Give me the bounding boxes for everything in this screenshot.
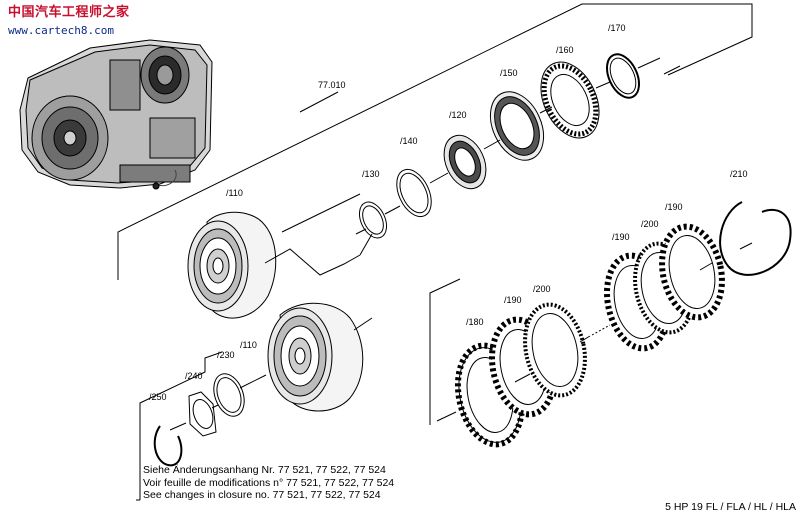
part-130-snap-ring bbox=[358, 201, 388, 239]
right-group-outline bbox=[429, 278, 461, 425]
top-axis-lines bbox=[355, 57, 661, 235]
label-110: /110 bbox=[226, 188, 243, 198]
part-110-drum-upper bbox=[187, 211, 277, 319]
part-230-ring bbox=[213, 373, 245, 417]
label-140: /140 bbox=[400, 136, 418, 146]
model-designation: 5 HP 19 FL / FLA / HL / HLA bbox=[665, 501, 796, 513]
leader-77010 bbox=[299, 91, 339, 113]
part-160-spring-plate bbox=[540, 61, 600, 139]
label-170: /170 bbox=[608, 23, 626, 33]
label-130: /130 bbox=[362, 169, 380, 179]
right-axis-lines bbox=[436, 242, 753, 422]
label-200-upper: /200 bbox=[641, 219, 659, 229]
part-150-piston bbox=[489, 91, 545, 161]
transmission-housing-illustration bbox=[19, 39, 213, 190]
label-77010: 77.010 bbox=[318, 80, 346, 90]
note-english: See changes in closure no. 77 521, 77 52… bbox=[143, 489, 381, 502]
part-190-lined-plate-upper bbox=[659, 223, 725, 321]
change-notes: Siehe Änderungsanhang Nr. 77 521, 77 522… bbox=[143, 464, 394, 502]
lower-left-outline bbox=[136, 351, 223, 501]
part-200-plate-lower bbox=[523, 302, 587, 398]
watermark-url: www.cartech8.com bbox=[8, 24, 114, 37]
label-150: /150 bbox=[500, 68, 518, 78]
watermark-chinese: 中国汽车工程师之家 bbox=[8, 5, 130, 20]
note-french: Voir feuille de modifications n° 77 521,… bbox=[143, 476, 395, 489]
part-110-drum-lower bbox=[267, 302, 364, 412]
label-250: /250 bbox=[149, 392, 167, 402]
drum-connector bbox=[264, 248, 361, 276]
label-200-lower: /200 bbox=[533, 284, 551, 294]
label-240: /240 bbox=[185, 371, 203, 381]
part-210-snap-ring bbox=[719, 201, 792, 276]
label-120: /120 bbox=[449, 110, 467, 120]
part-250-snap-ring bbox=[153, 425, 183, 467]
top-group-outline bbox=[117, 3, 753, 280]
part-140-ring bbox=[396, 168, 432, 218]
label-190-middle: /190 bbox=[612, 232, 630, 242]
label-190-upper: /190 bbox=[665, 202, 683, 212]
part-240-plate bbox=[188, 391, 217, 437]
label-230: /230 bbox=[217, 350, 235, 360]
label-160: /160 bbox=[556, 45, 574, 55]
part-170-snap-ring bbox=[606, 53, 640, 99]
label-190-lower: /190 bbox=[504, 295, 522, 305]
label-210: /210 bbox=[730, 169, 748, 179]
note-german: Siehe Änderungsanhang Nr. 77 521, 77 522… bbox=[143, 464, 386, 476]
watermark: 中国汽车工程师之家 www.cartech8.com bbox=[8, 6, 130, 36]
label-110-lower: /110 bbox=[240, 340, 257, 350]
label-180: /180 bbox=[466, 317, 484, 327]
part-120-piston bbox=[443, 134, 487, 190]
